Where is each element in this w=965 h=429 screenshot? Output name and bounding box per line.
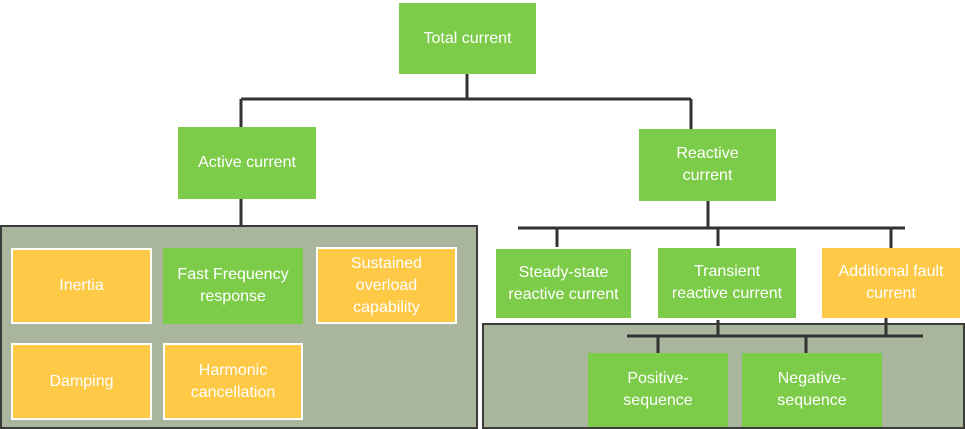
fast-frequency-node: Fast Frequency response [163,248,303,324]
reactive-current-node: Reactive current [639,129,776,201]
active-current-label: Active current [198,154,296,171]
reactive-current-label: Reactive current [676,145,739,184]
harmonic-cancellation-node: Harmonic cancellation [163,343,303,420]
negative-sequence-node: Negative- sequence [742,353,882,427]
total-current-node: Total current [399,3,536,74]
inertia-node: Inertia [11,248,152,324]
sustained-overload-label: Sustained overload capability [350,254,423,316]
damping-node: Damping [11,343,152,420]
sustained-overload-node: Sustained overload capability [316,247,457,324]
additional-fault-node: Additional fault current [822,248,960,318]
fast-frequency-label: Fast Frequency response [177,266,289,305]
harmonic-cancellation-label: Harmonic cancellation [190,361,276,401]
transient-label: Transient reactive current [671,263,783,302]
inertia-label: Inertia [59,277,104,294]
positive-sequence-label: Positive- sequence [623,370,693,409]
steady-state-label: Steady-state reactive current [508,263,619,303]
positive-sequence-node: Positive- sequence [588,353,728,427]
negative-sequence-label: Negative- sequence [777,370,847,409]
active-current-node: Active current [178,127,316,199]
transient-node: Transient reactive current [656,246,798,320]
additional-fault-label: Additional fault current [838,263,944,302]
damping-label: Damping [49,372,114,390]
total-current-label: Total current [423,29,512,47]
steady-state-node: Steady-state reactive current [494,247,633,320]
